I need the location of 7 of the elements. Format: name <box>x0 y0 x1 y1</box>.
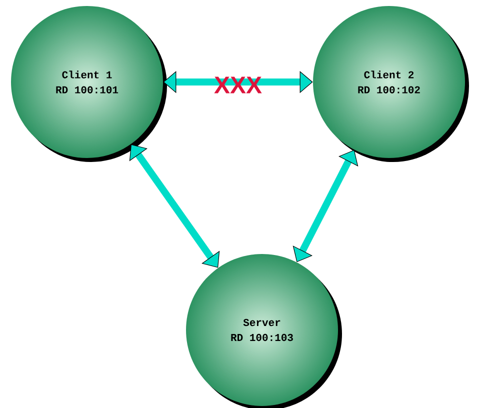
circle-node: Client 1 RD 100:101 <box>11 6 167 162</box>
double-arrow <box>129 144 220 268</box>
circle-node: Client 2 RD 100:102 <box>313 6 469 162</box>
edge-label: XXX <box>214 76 262 94</box>
double-arrow <box>163 70 313 94</box>
double-arrow <box>292 150 358 262</box>
circle-node: Server RD 100:103 <box>186 254 342 408</box>
